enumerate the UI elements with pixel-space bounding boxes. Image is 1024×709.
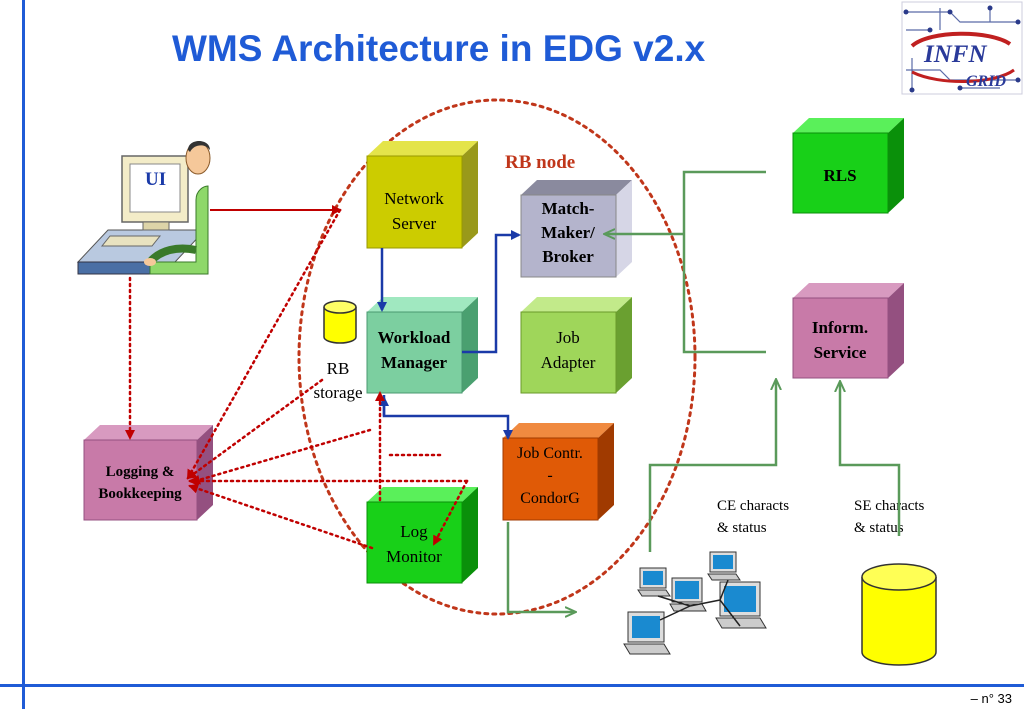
workload-manager-label-1: Workload — [378, 328, 451, 347]
ui-user-illustration — [76, 141, 211, 275]
inform-service-label-2: Service — [814, 343, 867, 362]
ce-label-2: & status — [717, 520, 767, 536]
page-number: – n° 33 — [970, 691, 1012, 706]
ce-computer-cluster — [623, 551, 767, 655]
logging-dotted-lines — [125, 208, 469, 550]
rls-box: RLS — [792, 118, 904, 214]
matchmaker-label-3: Broker — [542, 247, 594, 266]
inform-service-label-1: Inform. — [812, 318, 868, 337]
matchmaker-box: Match- Maker/ Broker — [520, 180, 632, 278]
logging-label-1: Logging & — [106, 464, 175, 480]
left-rule — [22, 0, 25, 709]
matchmaker-label-1: Match- — [542, 199, 595, 218]
rls-label: RLS — [823, 166, 856, 185]
rb-storage-label-1: RB — [327, 359, 350, 378]
matchmaker-label-2: Maker/ — [541, 223, 595, 242]
job-adapter-label-2: Adapter — [541, 353, 596, 372]
log-monitor-label-1: Log — [400, 522, 428, 541]
job-adapter-box: Job Adapter — [520, 297, 632, 394]
se-storage-cylinder — [861, 563, 937, 666]
job-controller-box: Job Contr. - CondorG — [502, 423, 614, 521]
wm-to-jobcontr-arrow — [382, 395, 513, 440]
logging-label-2: Bookkeeping — [98, 486, 182, 502]
job-controller-label-3: CondorG — [520, 490, 580, 507]
se-label-1: SE characts — [854, 498, 925, 514]
rb-node-label: RB node — [505, 152, 575, 173]
slide-title: WMS Architecture in EDG v2.x — [172, 28, 706, 69]
network-server-label-2: Server — [392, 214, 437, 233]
bottom-rule — [0, 684, 1024, 687]
job-controller-label-2: - — [547, 467, 552, 484]
logo-grid: GRID — [966, 73, 1006, 90]
logging-bookkeeping-box: Logging & Bookkeeping — [83, 425, 213, 521]
logo-infn: INFN — [923, 41, 987, 68]
ce-label-1: CE characts — [717, 498, 789, 514]
se-to-inform-line — [840, 382, 901, 536]
ui-label: UI — [145, 169, 166, 190]
job-controller-label-1: Job Contr. — [517, 445, 583, 462]
se-label-2: & status — [854, 520, 904, 536]
workload-manager-box: Workload Manager — [366, 297, 478, 394]
rb-storage-label-2: storage — [313, 383, 362, 402]
job-adapter-label-1: Job — [556, 328, 580, 347]
log-monitor-label-2: Monitor — [386, 547, 442, 566]
inform-service-box: Inform. Service — [792, 283, 904, 379]
rb-storage-cylinder — [323, 300, 357, 344]
jobcontr-to-ce-line — [506, 522, 575, 612]
ce-to-inform-line — [648, 380, 776, 552]
log-monitor-box: Log Monitor — [366, 487, 478, 584]
workload-manager-label-2: Manager — [381, 353, 448, 372]
infn-grid-logo: INFN GRID — [901, 1, 1023, 95]
rls-bracket-line — [682, 170, 766, 354]
network-server-label-1: Network — [384, 189, 444, 208]
rb-node-boundary — [297, 98, 697, 616]
wm-to-matchmaker-arrow — [462, 230, 521, 354]
network-server-box: Network Server — [366, 141, 478, 249]
